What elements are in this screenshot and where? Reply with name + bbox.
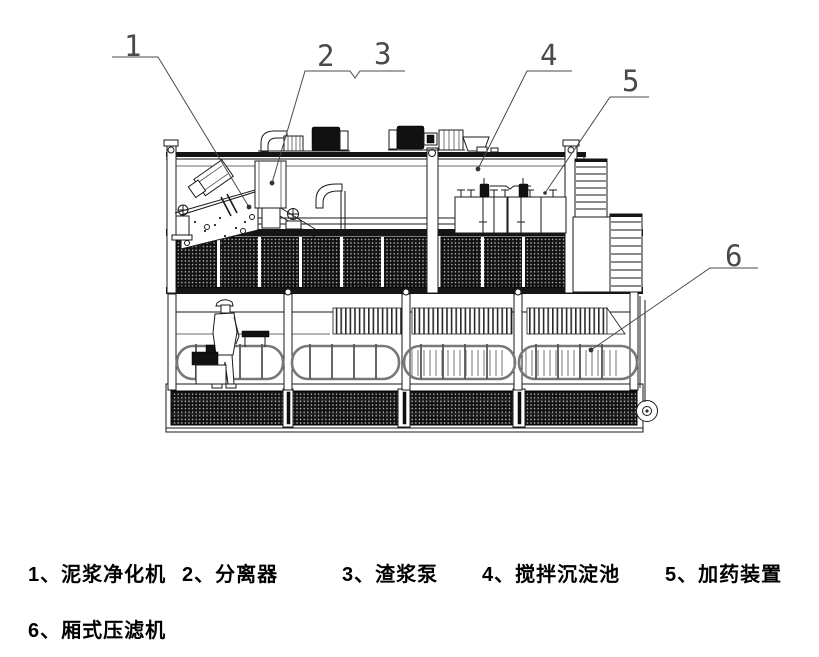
upper-deck: [163, 125, 643, 294]
legend-item-6: 6、厢式压滤机: [28, 620, 167, 642]
callout-1-number: 1: [124, 29, 141, 63]
callout-4-number: 4: [540, 38, 557, 72]
callouts: 1 2 3 4 5 6: [112, 29, 758, 353]
callout-4: 4: [475, 38, 572, 172]
callout-6: 6: [588, 239, 758, 353]
callout-1: 1: [112, 29, 252, 210]
callout-6-number: 6: [725, 239, 742, 273]
access-stairs: [572, 158, 643, 293]
filter-press-plates: [332, 306, 626, 335]
shaker-feed-box: [187, 159, 234, 199]
transport-wheel: [636, 400, 658, 422]
settling-tanks: [454, 178, 567, 234]
legend-item-2: 2、分离器: [182, 564, 279, 586]
separator: [254, 160, 302, 230]
lower-deck: [166, 287, 646, 402]
base-skid: [165, 383, 644, 433]
callout-5-number: 5: [622, 64, 639, 98]
callout-3-number: 3: [374, 37, 391, 71]
slurry-pump-b: [388, 125, 499, 153]
callout-2-number: 2: [317, 39, 334, 73]
legend-item-4: 4、搅拌沉淀池: [482, 564, 621, 586]
callout-5: 5: [543, 64, 649, 195]
callout-2-3: 2 3: [269, 37, 405, 186]
filter-press-lower-plates: [411, 350, 617, 376]
lower-deck-equipment: [191, 330, 270, 385]
tank-top-fittings: [457, 185, 557, 197]
elbow-duct: [315, 183, 346, 231]
slurry-pump-a: [258, 126, 350, 153]
upper-mesh-guard: [176, 236, 579, 288]
legend-item-1: 1、泥浆净化机: [28, 564, 167, 586]
legend-item-5: 5、加药装置: [665, 564, 783, 586]
legend-item-3: 3、渣浆泵: [342, 564, 439, 586]
shaker-feed-pump: [171, 204, 193, 241]
dosing-devices: [479, 178, 529, 198]
